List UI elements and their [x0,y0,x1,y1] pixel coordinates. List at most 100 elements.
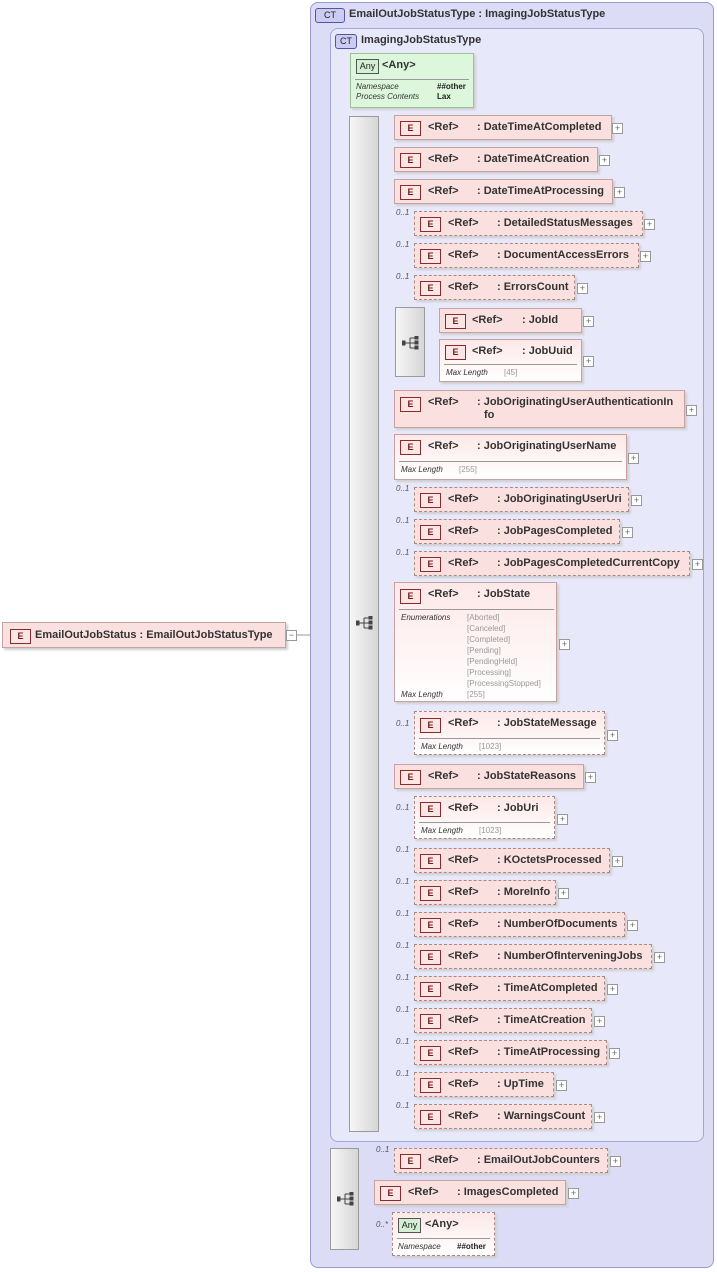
ref-label: <Ref> [428,588,459,600]
ref-label: <Ref> [448,1046,479,1058]
occurrence-label: 0..1 [396,208,410,217]
expand-icon[interactable]: + [559,639,570,650]
expand-icon[interactable]: + [583,316,594,327]
element-badge: E [400,121,421,136]
element-jobid[interactable]: E <Ref> : JobId [439,308,582,333]
separator [419,822,550,823]
element-name: : DetailedStatusMessages [497,217,633,229]
element-timeatprocessing[interactable]: E <Ref> : TimeAtProcessing [414,1040,607,1065]
enumerations-label: Enumerations [401,613,451,622]
element-name: : JobOriginatingUserName [477,440,617,452]
element-name: : NumberOfInterveningJobs [497,950,643,962]
element-uptime[interactable]: E <Ref> : UpTime [414,1072,554,1097]
element-joboriginatinguseruri[interactable]: E <Ref> : JobOriginatingUserUri [414,487,629,512]
expand-icon[interactable]: + [631,495,642,506]
root-element-emailoutjobstatus[interactable]: E EmailOutJobStatus : EmailOutJobStatusT… [2,622,286,648]
expand-icon[interactable]: + [558,888,569,899]
extension-sequence-compositor[interactable] [330,1148,359,1250]
expand-icon[interactable]: + [568,1188,579,1199]
expand-icon[interactable]: + [607,730,618,741]
element-imagescompleted[interactable]: E <Ref> : ImagesCompleted [374,1180,566,1205]
element-name: : MoreInfo [497,886,551,898]
element-jobuuid[interactable]: E <Ref> : JobUuid Max Length [45] [439,339,582,382]
expand-icon[interactable]: + [557,814,568,825]
element-jobstate[interactable]: E <Ref> : JobState Enumerations [Aborted… [394,582,557,702]
namespace-value: ##other [457,1242,486,1251]
expand-icon[interactable]: + [583,356,594,367]
expand-icon[interactable]: + [609,1048,620,1059]
process-contents-value: Lax [437,92,451,101]
expand-icon[interactable]: + [692,559,703,570]
expand-icon[interactable]: + [622,527,633,538]
element-timeatcompleted[interactable]: E <Ref> : TimeAtCompleted [414,976,605,1001]
expand-icon[interactable]: + [607,984,618,995]
element-badge: E [400,589,421,604]
element-emailoutjobcounters[interactable]: E <Ref> : EmailOutJobCounters [394,1148,608,1173]
element-jobpagescompletedcurrentcopy[interactable]: E <Ref> : JobPagesCompletedCurrentCopy [414,551,690,576]
expand-icon[interactable]: + [556,1080,567,1091]
collapse-icon[interactable]: − [286,630,297,641]
element-documentaccesserrors[interactable]: E <Ref> : DocumentAccessErrors [414,243,639,268]
occurrence-label: 0..1 [396,484,410,493]
element-errorscount[interactable]: E <Ref> : ErrorsCount [414,275,575,300]
element-moreinfo[interactable]: E <Ref> : MoreInfo [414,880,556,905]
element-joburi[interactable]: E <Ref> : JobUri Max Length [1023] [414,796,555,839]
ref-label: <Ref> [472,345,503,357]
element-koctetsprocessed[interactable]: E <Ref> : KOctetsProcessed [414,848,610,873]
separator [355,79,469,80]
occurrence-label: 0..1 [396,845,410,854]
separator [444,364,577,365]
expand-icon[interactable]: + [614,187,625,198]
nested-sequence-compositor[interactable] [395,307,425,377]
expand-icon[interactable]: + [594,1112,605,1123]
element-warningscount[interactable]: E <Ref> : WarningsCount [414,1104,592,1129]
expand-icon[interactable]: + [686,405,697,416]
expand-icon[interactable]: + [610,1156,621,1167]
element-numberofdocuments[interactable]: E <Ref> : NumberOfDocuments [414,912,625,937]
expand-icon[interactable]: + [627,920,638,931]
element-datetimeatprocessing[interactable]: E <Ref> : DateTimeAtProcessing [394,179,613,204]
namespace-value: ##other [437,82,466,91]
expand-icon[interactable]: + [577,283,588,294]
element-badge: E [420,1110,441,1125]
occurrence-label: 0..* [376,1220,389,1229]
sequence-compositor[interactable] [349,116,379,1132]
expand-icon[interactable]: + [612,856,623,867]
element-name: : KOctetsProcessed [497,854,602,866]
element-joboriginatingusername[interactable]: E <Ref> : JobOriginatingUserName Max Len… [394,434,627,480]
enum-value: [Pending] [467,646,501,655]
element-name: : JobUuid [522,345,573,357]
expand-icon[interactable]: + [628,453,639,464]
element-badge: E [420,802,441,817]
element-jobpagescompleted[interactable]: E <Ref> : JobPagesCompleted [414,519,620,544]
expand-icon[interactable]: + [654,952,665,963]
expand-icon[interactable]: + [585,772,596,783]
element-jobstatereasons[interactable]: E <Ref> : JobStateReasons [394,764,584,789]
occurrence-label: 0..1 [396,272,410,281]
element-timeatcreation[interactable]: E <Ref> : TimeAtCreation [414,1008,592,1033]
element-badge: E [420,281,441,296]
expand-icon[interactable]: + [599,155,610,166]
enum-value: [Canceled] [467,624,506,633]
any-wildcard[interactable]: Any <Any> Namespace ##other Process Cont… [350,53,474,108]
element-jobstatemessage[interactable]: E <Ref> : JobStateMessage Max Length [10… [414,711,605,755]
element-datetimeatcompleted[interactable]: E <Ref> : DateTimeAtCompleted [394,115,612,140]
occurrence-label: 0..1 [396,516,410,525]
expand-icon[interactable]: + [640,251,651,262]
any-wildcard-other[interactable]: Any <Any> Namespace ##other [392,1212,495,1256]
occurrence-label: 0..1 [396,719,410,728]
element-numberofinterveningjobs[interactable]: E <Ref> : NumberOfInterveningJobs [414,944,652,969]
enum-value: [ProcessingStopped] [467,679,541,688]
occurrence-label: 0..1 [376,1145,390,1154]
element-name-continued: fo [484,409,495,421]
element-name: : ImagesCompleted [457,1186,559,1198]
element-detailedstatusmessages[interactable]: E <Ref> : DetailedStatusMessages [414,211,643,236]
occurrence-label: 0..1 [396,240,410,249]
expand-icon[interactable]: + [612,123,623,134]
expand-icon[interactable]: + [594,1016,605,1027]
element-badge: E [445,314,466,329]
expand-icon[interactable]: + [644,219,655,230]
element-joboriginatinguserauthenticationinfo[interactable]: E <Ref> : JobOriginatingUserAuthenticati… [394,390,685,428]
element-datetimeatcreation[interactable]: E <Ref> : DateTimeAtCreation [394,147,598,172]
any-badge: Any [356,59,379,74]
